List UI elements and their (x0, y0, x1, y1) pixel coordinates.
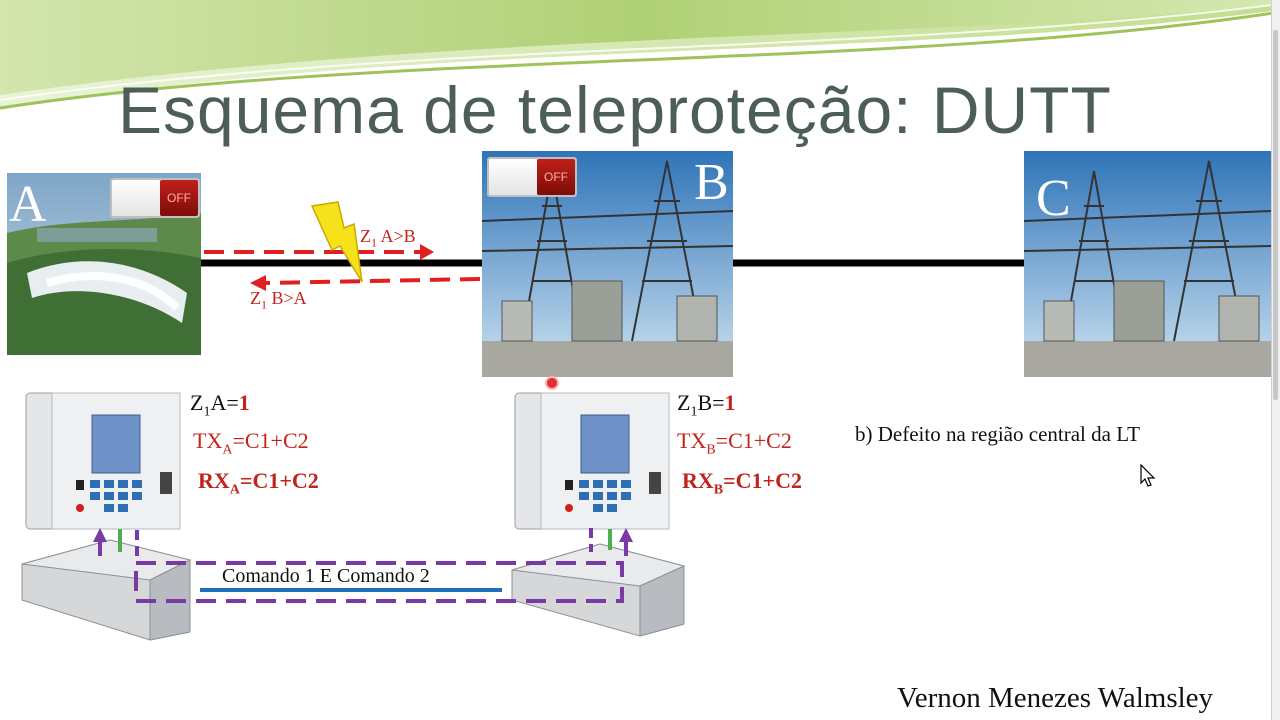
relay-a-z1-z: Z (190, 390, 204, 415)
relay-a-tx: TXA=C1+C2 (193, 428, 309, 458)
signal-a-to-b-arrowhead (420, 244, 434, 260)
comm-equipment-a (21, 539, 192, 641)
relay-a-tx-rest: =C1+C2 (232, 428, 309, 453)
slide-title: Esquema de teleproteção: DUTT (118, 73, 1112, 147)
site-c-letter: C (1036, 170, 1071, 227)
site-a-photo: A OFF (7, 173, 201, 355)
relay-b-rx: RXB=C1+C2 (682, 468, 802, 498)
signal-ba-sub: 1 (261, 297, 267, 312)
signal-label-a-to-b: Z1 A>B (360, 226, 416, 251)
mouse-cursor-icon (1140, 464, 1156, 487)
relay-b-z1-text: B= (697, 390, 725, 415)
header-swoosh (0, 0, 1280, 110)
relay-a-tx-main: TX (193, 428, 223, 453)
comm-link-label: Comando 1 E Comando 2 (222, 565, 430, 587)
relay-a-rx-rest: =C1+C2 (239, 468, 319, 493)
scenario-note: b) Defeito na região central da LT (855, 422, 1140, 446)
site-a-letter: A (9, 176, 47, 233)
rx-a-arrowhead (93, 528, 107, 542)
comm-equipment-b (511, 543, 686, 637)
relay-b-z1-z: Z (677, 390, 691, 415)
signal-b-to-a-arrowhead (250, 275, 266, 291)
scrollbar-thumb[interactable] (1273, 30, 1278, 400)
breaker-a-state: OFF (160, 180, 198, 216)
relay-b-tx-sub: B (706, 442, 716, 458)
relay-a-device (25, 392, 181, 530)
signal-ba-z: Z (250, 288, 261, 308)
relay-b-tx: TXB=C1+C2 (677, 428, 792, 458)
relay-a-rx-sub: A (229, 482, 240, 498)
site-b-letter: B (694, 154, 729, 211)
relay-b-z1-value: 1 (724, 390, 736, 415)
relay-b-indicator-dot (545, 376, 559, 390)
signal-ab-sub: 1 (371, 235, 377, 250)
fault-lightning-icon (310, 201, 363, 283)
relay-b-tx-main: TX (677, 428, 707, 453)
relay-b-rx-main: RX (682, 468, 714, 493)
signal-label-b-to-a: Z1 B>A (250, 288, 307, 313)
relay-a-tx-sub: A (222, 442, 233, 458)
site-b-photo: B OFF (482, 151, 733, 377)
author-name: Vernon Menezes Walmsley (897, 682, 1214, 714)
relay-b-z1-sub: 1 (690, 404, 698, 420)
relay-a-rx-main: RX (198, 468, 230, 493)
relay-a-z1-text: A= (210, 390, 239, 415)
signal-b-to-a-dashed (263, 277, 481, 285)
relay-a-z1: Z1A=1 (190, 390, 250, 420)
relay-a-z1-value: 1 (238, 390, 250, 415)
signal-ab-rest: A>B (377, 226, 416, 246)
relay-b-z1: Z1B=1 (677, 390, 736, 420)
relay-b-device (514, 392, 670, 530)
breaker-b-state: OFF (537, 159, 575, 195)
relay-b-rx-sub: B (713, 482, 724, 498)
site-c-photo: C (1024, 151, 1272, 377)
breaker-a-off-switch[interactable]: OFF (110, 178, 200, 218)
breaker-b-off-switch[interactable]: OFF (487, 157, 577, 197)
relay-b-rx-rest: =C1+C2 (723, 468, 802, 493)
rx-b-arrowhead (619, 528, 633, 542)
signal-ab-z: Z (360, 226, 371, 246)
relay-b-tx-rest: =C1+C2 (715, 428, 792, 453)
signal-ba-rest: B>A (267, 288, 307, 308)
relay-a-z1-sub: 1 (203, 404, 211, 420)
relay-a-rx: RXA=C1+C2 (198, 468, 319, 498)
